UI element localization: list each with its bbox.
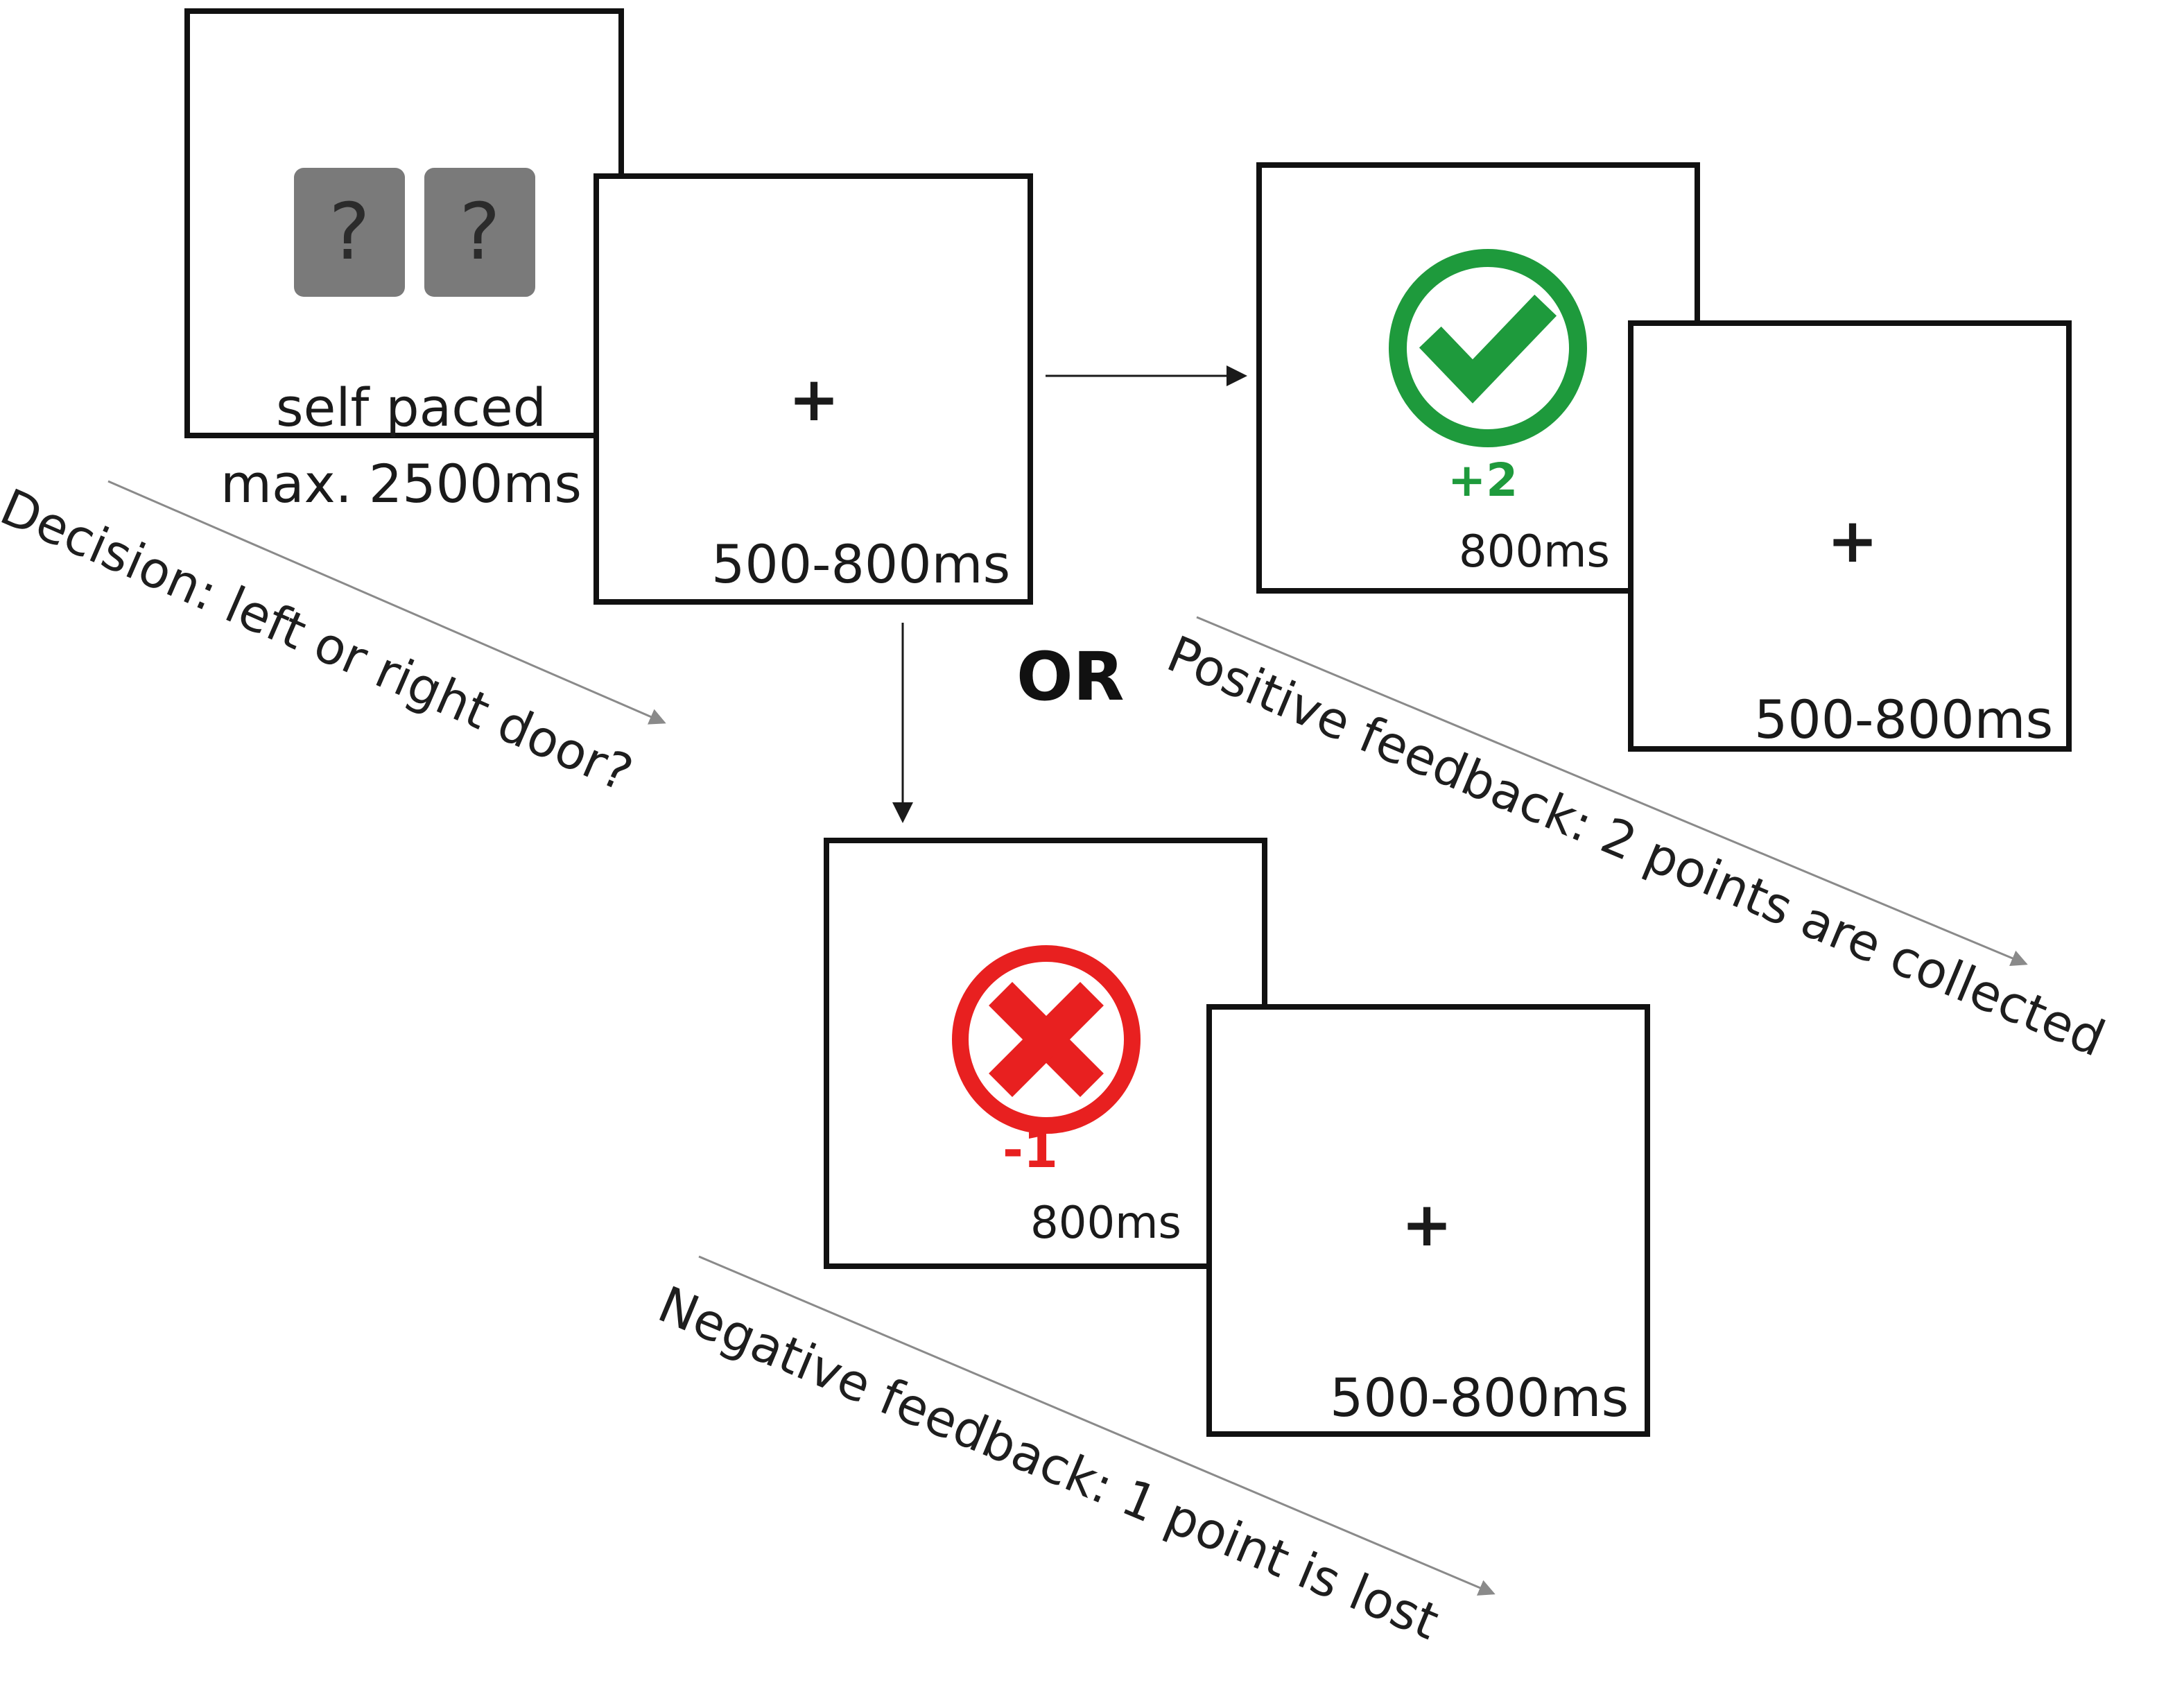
fixation-screen-3: + 500-800ms xyxy=(1206,1004,1650,1437)
positive-feedback-screen: +2 800ms xyxy=(1256,162,1700,594)
negative-timing-label: 800ms xyxy=(1030,1198,1181,1249)
negative-feedback-screen: -1 800ms xyxy=(824,838,1267,1269)
left-door-question-mark: ? xyxy=(329,187,370,277)
fixation-cross: + xyxy=(788,363,840,435)
check-circle-icon xyxy=(1389,249,1587,447)
decision-screen: ? ? self paced xyxy=(184,8,624,438)
decision-timing-label: self paced xyxy=(276,377,546,438)
fixation-timing-label: 500-800ms xyxy=(711,533,1011,595)
positive-points-label: +2 xyxy=(1448,454,1518,507)
x-circle-icon xyxy=(952,945,1141,1134)
decision-caption-arrow xyxy=(107,480,666,725)
fixation-screen-2: + 500-800ms xyxy=(1628,320,2072,752)
positive-timing-label: 800ms xyxy=(1459,526,1610,578)
fixation-cross: + xyxy=(1401,1189,1453,1260)
left-door-card: ? xyxy=(294,168,405,297)
decision-max-label: max. 2500ms xyxy=(220,453,582,515)
right-door-card: ? xyxy=(424,168,535,297)
fixation-timing-label: 500-800ms xyxy=(1330,1367,1629,1429)
negative-points-label: -1 xyxy=(1003,1121,1058,1179)
positive-caption-arrow xyxy=(1196,616,2028,966)
fixation-cross: + xyxy=(1827,505,1878,576)
or-label: OR xyxy=(1016,638,1125,716)
fixation-timing-label: 500-800ms xyxy=(1754,689,2054,750)
negative-caption-arrow xyxy=(698,1255,1496,1596)
right-door-question-mark: ? xyxy=(459,187,501,277)
fixation-screen-1: + 500-800ms xyxy=(593,173,1033,605)
